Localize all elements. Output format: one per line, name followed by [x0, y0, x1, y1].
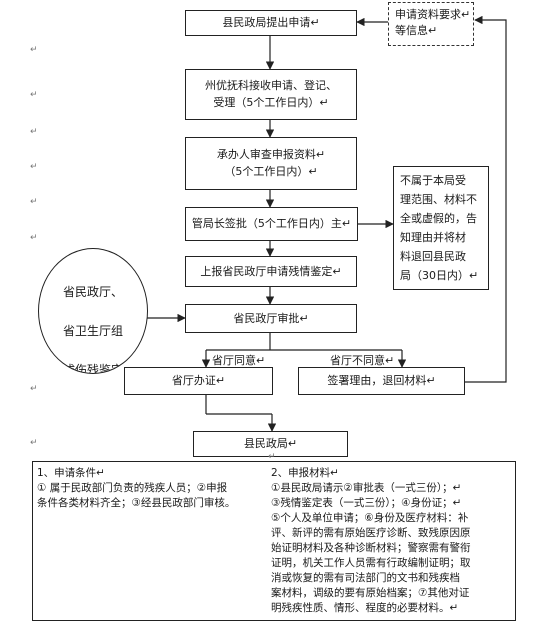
reject-note-box: 不属于本局受 理范围、材料不 全或虚假的，告 知理由并将材 料退回县民政 局（3…	[393, 166, 489, 290]
conditions-heading: 1、申请条件↵	[37, 467, 105, 479]
supplement-info-text-2: 等信息↵	[395, 24, 438, 37]
reject-note-line-2: 理范围、材料不	[400, 193, 477, 206]
reject-note-line-3: 全或虚假的，告	[400, 212, 477, 225]
report-province-text: 上报省民政厅申请残情鉴定↵	[200, 265, 342, 278]
accept-register-box: 州优抚科接收申请、登记、 受理（5个工作日内）↵	[185, 69, 357, 120]
province-approve-box: 省民政厅审批↵	[185, 304, 357, 333]
reject-note-line-5: 料退回县民政	[400, 250, 466, 263]
supplement-info-text-1: 申请资料要求↵	[395, 8, 471, 21]
reject-note-line-1: 不属于本局受	[400, 174, 466, 187]
materials-line-3: ⑤个人及单位申请；⑥身份及医疗材料：补	[271, 512, 469, 524]
materials-line-1: ①县民政局请示②审批表（一式三份）；↵	[271, 482, 462, 494]
agree-result-box: 省厅办证↵	[124, 367, 273, 395]
supplement-info-box: 申请资料要求↵ 等信息↵	[388, 2, 474, 46]
conditions-line-1: ① 属于民政部门负责的残疾人员；②申报	[37, 482, 228, 494]
review-box: 承办人审查申报资料↵ （5个工作日内）↵	[185, 137, 357, 190]
director-sign-text: 管局长签批（5个工作日内）主↵	[191, 217, 352, 230]
disagree-label: 省厅不同意↵	[330, 354, 395, 367]
margin-mark-6: ↵	[30, 233, 38, 243]
director-sign-box: 管局长签批（5个工作日内）主↵	[185, 207, 358, 241]
materials-column: 2、申报材料↵ ①县民政局请示②审批表（一式三份）；↵ ③残情鉴定表（一式三份）…	[271, 466, 515, 616]
conditions-line-2: 条件各类材料齐全；③经县民政部门审核。	[37, 497, 236, 509]
margin-mark-9: ↵	[268, 452, 276, 462]
report-province-box: 上报省民政厅申请残情鉴定↵	[185, 256, 357, 287]
feedback-line	[465, 15, 507, 383]
ellipse-line-2: 省卫生厅组	[62, 324, 123, 338]
accept-register-text-2: 受理（5个工作日内）↵	[213, 96, 329, 109]
county-apply-box: 县民政局提出申请↵	[185, 10, 357, 36]
disagree-result-box: 签署理由，退回材料↵	[298, 367, 465, 395]
ellipse-line-3: 成伤残鉴定	[62, 363, 123, 374]
margin-mark-4: ↵	[30, 162, 38, 172]
review-text-2: （5个工作日内）↵	[224, 165, 318, 178]
agree-label: 省厅同意↵	[212, 354, 266, 367]
margin-mark-2: ↵	[30, 90, 38, 100]
materials-line-4: 评、新评的需有原始医疗诊断、致残原因原	[271, 527, 471, 539]
review-text-1: 承办人审查申报资料↵	[216, 148, 326, 161]
margin-mark-7: ↵	[30, 384, 38, 394]
materials-line-6: 证明，机关工作人员需有行政编制证明；取	[271, 557, 471, 569]
margin-mark-3: ↵	[30, 127, 38, 137]
materials-line-9: 明残疾性质、情形、程度的必要材料。↵	[271, 602, 459, 614]
materials-line-5: 始证明材料及各种诊断材料；警察需有警衔	[271, 542, 471, 554]
materials-heading: 2、申报材料↵	[271, 467, 339, 479]
disagree-result-text: 签署理由，退回材料↵	[327, 374, 436, 387]
reject-note-line-6: 局（30日内）↵	[400, 269, 479, 282]
materials-line-7: 消或恢复的需有司法部门的文书和残疾档	[271, 572, 460, 584]
margin-mark-8: ↵	[30, 438, 38, 448]
materials-line-8: 案材料，调级的要有原始档案；⑦其他对证	[271, 587, 470, 599]
appraisal-ellipse: 省民政厅、 省卫生厅组 成伤残鉴定	[38, 248, 148, 374]
final-box: 县民政局↵	[193, 431, 348, 457]
county-apply-text: 县民政局提出申请↵	[222, 16, 320, 29]
agree-result-text: 省厅办证↵	[171, 374, 226, 387]
materials-line-2: ③残情鉴定表（一式三份）；④身份证；↵	[271, 497, 462, 509]
requirements-panel: 1、申请条件↵ ① 属于民政部门负责的残疾人员；②申报 条件各类材料齐全；③经县…	[32, 461, 516, 621]
margin-mark-5: ↵	[30, 197, 38, 207]
accept-register-text-1: 州优抚科接收申请、登记、	[205, 79, 337, 92]
margin-mark-1: ↵	[30, 45, 38, 55]
province-approve-text: 省民政厅审批↵	[233, 312, 309, 325]
ellipse-line-1: 省民政厅、	[62, 285, 123, 299]
conditions-column: 1、申请条件↵ ① 属于民政部门负责的残疾人员；②申报 条件各类材料齐全；③经县…	[37, 466, 259, 511]
final-text: 县民政局↵	[243, 437, 298, 450]
reject-note-line-4: 知理由并将材	[400, 231, 466, 244]
